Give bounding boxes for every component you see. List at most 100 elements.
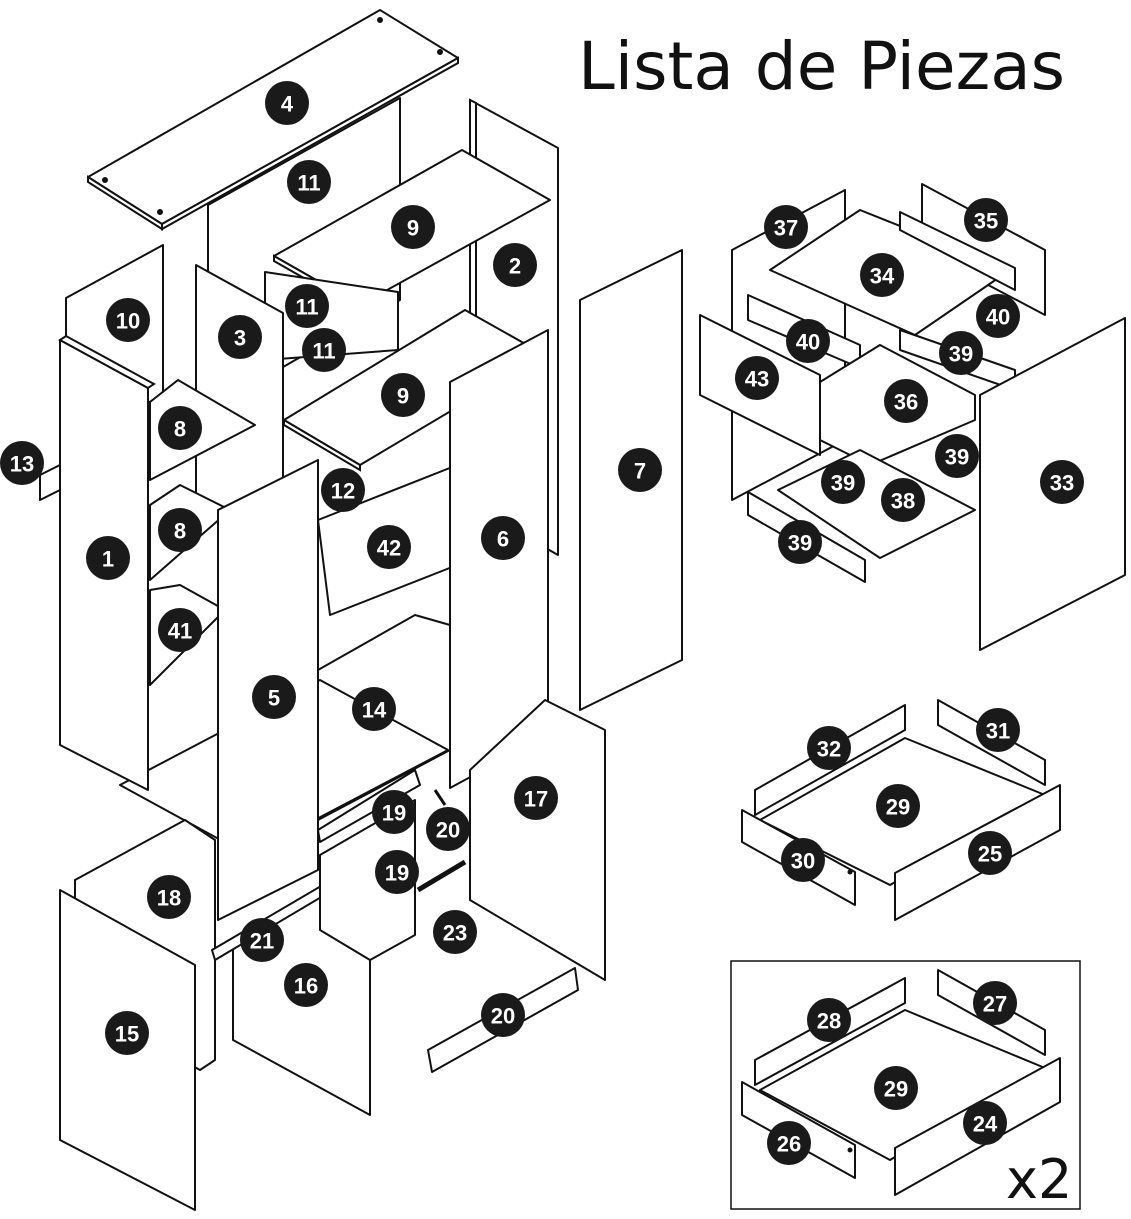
badge-circle (881, 478, 925, 522)
part-number-badge: 11 (302, 328, 346, 372)
part-number-badge: 28 (807, 998, 851, 1042)
badge-circle (821, 460, 865, 504)
badge-circle (968, 831, 1012, 875)
badge-circle (367, 525, 411, 569)
part-number-badge: 16 (284, 963, 328, 1007)
badge-circle (935, 434, 979, 478)
part-number-label: 39 (949, 342, 973, 367)
part-number-badge: 19 (375, 850, 419, 894)
part-number-label: 12 (331, 479, 355, 504)
badge-circle (375, 850, 419, 894)
shelf-small-upper (149, 379, 256, 481)
part-number-badge: 35 (964, 198, 1008, 242)
badge-circle (939, 331, 983, 375)
badge-circle (618, 448, 662, 492)
badge-circle (86, 536, 130, 580)
part-number-badge: 40 (786, 319, 830, 363)
part-number-badge: 2 (493, 243, 537, 287)
part-number-label: 11 (312, 339, 335, 364)
part-number-badge: 40 (976, 294, 1020, 338)
part-number-badge: 20 (426, 807, 470, 851)
part-number-label: 23 (443, 921, 467, 946)
badge-circle (884, 379, 928, 423)
badge-circle (265, 81, 309, 125)
part-number-label: 42 (377, 536, 401, 561)
part-number-label: 7 (634, 459, 646, 484)
part-number-label: 24 (973, 1112, 998, 1137)
part-number-badge: 24 (963, 1101, 1007, 1145)
badge-circle (874, 1066, 918, 1110)
part-number-label: 40 (986, 305, 1010, 330)
badge-circle (514, 776, 558, 820)
part-number-label: 39 (945, 445, 969, 470)
part-number-badge: 14 (352, 687, 396, 731)
part-number-badge: 11 (285, 284, 329, 328)
part-number-badge: 33 (1040, 460, 1084, 504)
part-number-badge: 17 (514, 776, 558, 820)
part-number-label: 29 (886, 795, 910, 820)
part-number-label: 35 (974, 209, 998, 234)
part-number-label: 19 (382, 801, 406, 826)
part-number-label: 13 (10, 452, 34, 477)
badge-circle (876, 784, 920, 828)
part-number-label: 38 (891, 489, 915, 514)
part-number-badge: 8 (158, 406, 202, 450)
part-number-badge: 43 (735, 356, 779, 400)
part-number-badge: 39 (778, 520, 822, 564)
part-number-badge: 15 (105, 1011, 149, 1055)
badge-circle (767, 1121, 811, 1165)
part-number-badge: 26 (767, 1121, 811, 1165)
badge-circle (963, 1101, 1007, 1145)
badge-circle (240, 918, 284, 962)
badge-circle (158, 406, 202, 450)
part-number-badge: 21 (240, 918, 284, 962)
part-number-label: 20 (436, 818, 460, 843)
part-number-label: 10 (116, 309, 140, 334)
part-number-badge: 8 (158, 508, 202, 552)
part-number-label: 36 (894, 390, 918, 415)
badge-circle (0, 441, 44, 485)
part-number-label: 28 (817, 1009, 841, 1034)
badge-circle (781, 838, 825, 882)
badge-circle (735, 356, 779, 400)
part-number-badge: 39 (821, 460, 865, 504)
drawer-multiplier: x2 (1006, 1148, 1073, 1211)
page-title: Lista de Piezas (578, 28, 1066, 105)
part-number-badge: 19 (372, 790, 416, 834)
part-number-label: 18 (157, 886, 181, 911)
part-number-badge: 31 (976, 708, 1020, 752)
badge-circle (105, 1011, 149, 1055)
badge-circle (218, 315, 262, 359)
rail-40-upper (899, 211, 1016, 291)
part-number-label: 16 (294, 974, 318, 999)
part-number-label: 21 (250, 929, 274, 954)
badge-circle (973, 981, 1017, 1025)
rail-20-upper (433, 789, 447, 806)
part-number-badge: 9 (381, 373, 425, 417)
part-number-badge: 41 (158, 608, 202, 652)
badge-circle (381, 373, 425, 417)
part-number-label: 11 (297, 171, 320, 196)
part-number-badge: 39 (939, 331, 983, 375)
part-number-label: 1 (102, 547, 114, 572)
part-number-badge: 29 (874, 1066, 918, 1110)
badge-circle (964, 198, 1008, 242)
badge-circle (372, 790, 416, 834)
part-number-label: 5 (268, 686, 280, 711)
part-number-label: 32 (817, 737, 841, 762)
part-number-badge: 39 (935, 434, 979, 478)
drawer-detail-frame (730, 960, 1081, 1210)
panel-17 (469, 699, 606, 981)
part-number-badge: 9 (391, 205, 435, 249)
part-number-badge: 12 (321, 468, 365, 512)
part-number-badge: 11 (287, 160, 331, 204)
part-number-badge: 18 (147, 875, 191, 919)
part-number-badge: 5 (252, 675, 296, 719)
part-number-label: 39 (788, 531, 812, 556)
part-number-label: 19 (385, 861, 409, 886)
badge-circle (158, 508, 202, 552)
part-number-label: 8 (174, 417, 186, 442)
part-number-label: 20 (491, 1004, 515, 1029)
badge-circle (287, 160, 331, 204)
